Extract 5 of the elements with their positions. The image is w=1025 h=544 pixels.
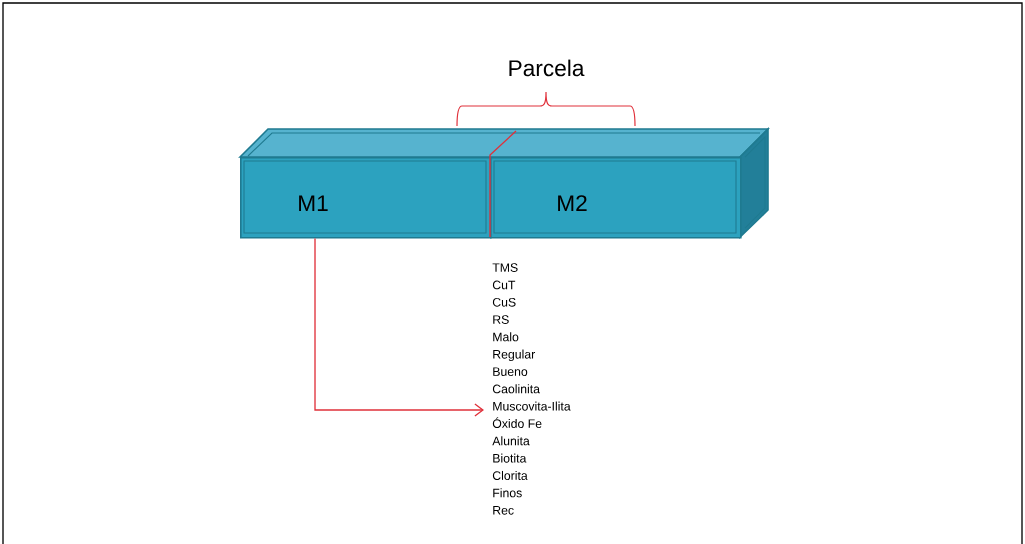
segment-label: M1 xyxy=(299,195,328,211)
brace-label: Parcela xyxy=(509,59,585,77)
variable-list: TMS CuT CuS RS Malo Regular Bueno Caolinita Muscovita-Ilita Óxido Fe Alunita Biotita Clorita Finos Rec xyxy=(492,263,571,515)
arrow xyxy=(314,237,484,417)
segment-label: M2 xyxy=(558,195,587,211)
